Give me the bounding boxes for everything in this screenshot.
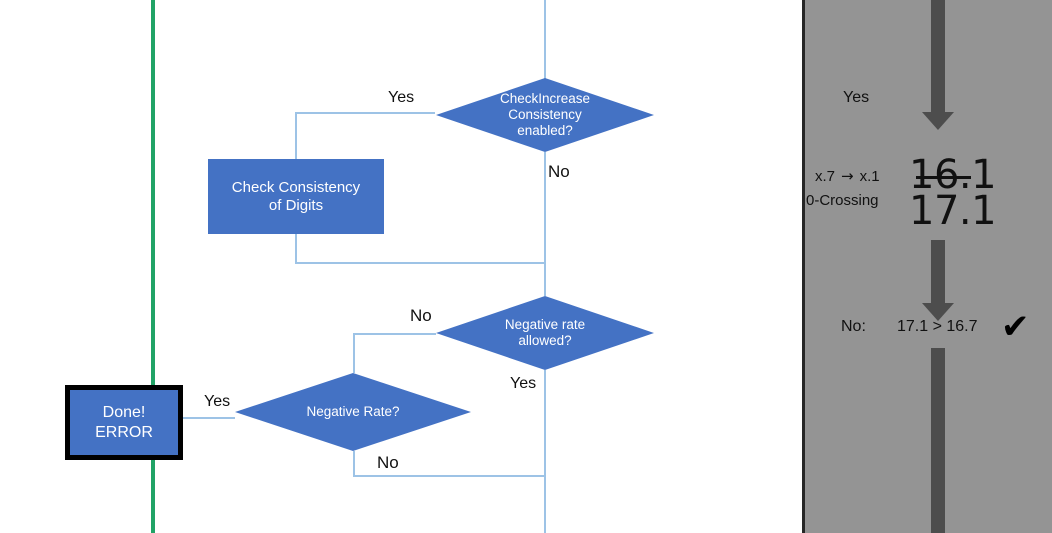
panel-arrow-3-shaft	[931, 348, 945, 533]
label-negative-rate-no: No	[377, 453, 399, 472]
connector-process-exit-horizontal	[295, 262, 546, 264]
connector-negrate-yes-horizontal	[172, 417, 235, 419]
connector-yes-to-process-vertical	[295, 112, 297, 159]
connector-negrate-no-horizontal	[353, 475, 546, 477]
panel-arrow-1-head	[922, 112, 954, 130]
panel-rule-rounding: x.7 → x.1	[815, 167, 880, 185]
connector-allowed-yes-vertical	[544, 370, 546, 533]
terminator-done-error[interactable]: Done! ERROR	[65, 385, 183, 460]
label-check-increase-no: No	[548, 162, 570, 181]
panel-arrow-2-head	[922, 303, 954, 321]
panel-arrow-2-shaft	[931, 240, 945, 304]
label-negative-rate-allowed-yes: Yes	[510, 375, 537, 392]
annotation-panel: Yes x.7 → x.1 0-Crossing 16.1 17.1 No: 17.…	[802, 0, 1052, 533]
right-arrow-icon: →	[841, 167, 854, 185]
decision-negative-rate-label: Negative Rate?	[300, 404, 405, 420]
decision-check-increase-label: CheckIncrease Consistency enabled?	[494, 91, 596, 139]
panel-value-accepted: 17.1	[909, 188, 997, 234]
label-negative-rate-allowed-no: No	[410, 306, 432, 325]
decision-check-increase-consistency[interactable]: CheckIncrease Consistency enabled?	[436, 78, 654, 152]
panel-arrow-1-shaft	[931, 0, 945, 112]
decision-line-2: allowed?	[518, 333, 572, 348]
process-label: Check Consistency of Digits	[232, 179, 360, 215]
panel-rule-to: x.1	[859, 168, 880, 185]
panel-value-rejected-strikethrough	[916, 176, 971, 179]
process-check-consistency-of-digits[interactable]: Check Consistency of Digits	[208, 159, 384, 234]
panel-rule-zero-crossing: 0-Crossing	[806, 192, 879, 209]
connector-negrate-no-vertical	[353, 451, 355, 477]
process-line-1: Check Consistency	[231, 178, 361, 196]
process-line-2: of Digits	[268, 196, 324, 214]
connector-allowed-no-horizontal	[353, 333, 436, 335]
panel-result-check-icon: ✔	[1001, 307, 1030, 347]
decision-line-3: enabled?	[517, 122, 573, 138]
label-check-increase-yes: Yes	[388, 89, 415, 106]
decision-line-2: Consistency	[508, 107, 582, 123]
decision-negative-rate[interactable]: Negative Rate?	[235, 373, 471, 451]
panel-result-comparison: 17.1 > 16.7	[897, 318, 978, 335]
panel-label-yes: Yes	[843, 89, 870, 106]
decision-line-1: CheckIncrease	[499, 91, 591, 107]
connector-top-entry	[544, 0, 546, 84]
terminator-line-1: Done!	[102, 403, 146, 421]
decision-line-1: Negative rate	[504, 317, 586, 333]
decision-negative-rate-allowed[interactable]: Negative rate allowed?	[436, 296, 654, 370]
connector-allowed-no-vertical	[353, 333, 355, 373]
decision-line-1: Negative Rate?	[306, 404, 400, 420]
connector-yes-to-process-horizontal	[295, 112, 435, 114]
label-negative-rate-yes: Yes	[204, 393, 231, 410]
panel-value-rejected: 16.1	[909, 152, 997, 198]
terminator-line-2: ERROR	[95, 423, 153, 441]
panel-rule-from: x.7	[815, 168, 836, 185]
decision-negative-rate-allowed-label: Negative rate allowed?	[499, 317, 591, 349]
green-marker-line	[151, 0, 155, 533]
connector-no-spine	[544, 152, 546, 296]
connector-process-exit-vertical	[295, 234, 297, 263]
panel-result-prefix: No:	[841, 318, 866, 335]
